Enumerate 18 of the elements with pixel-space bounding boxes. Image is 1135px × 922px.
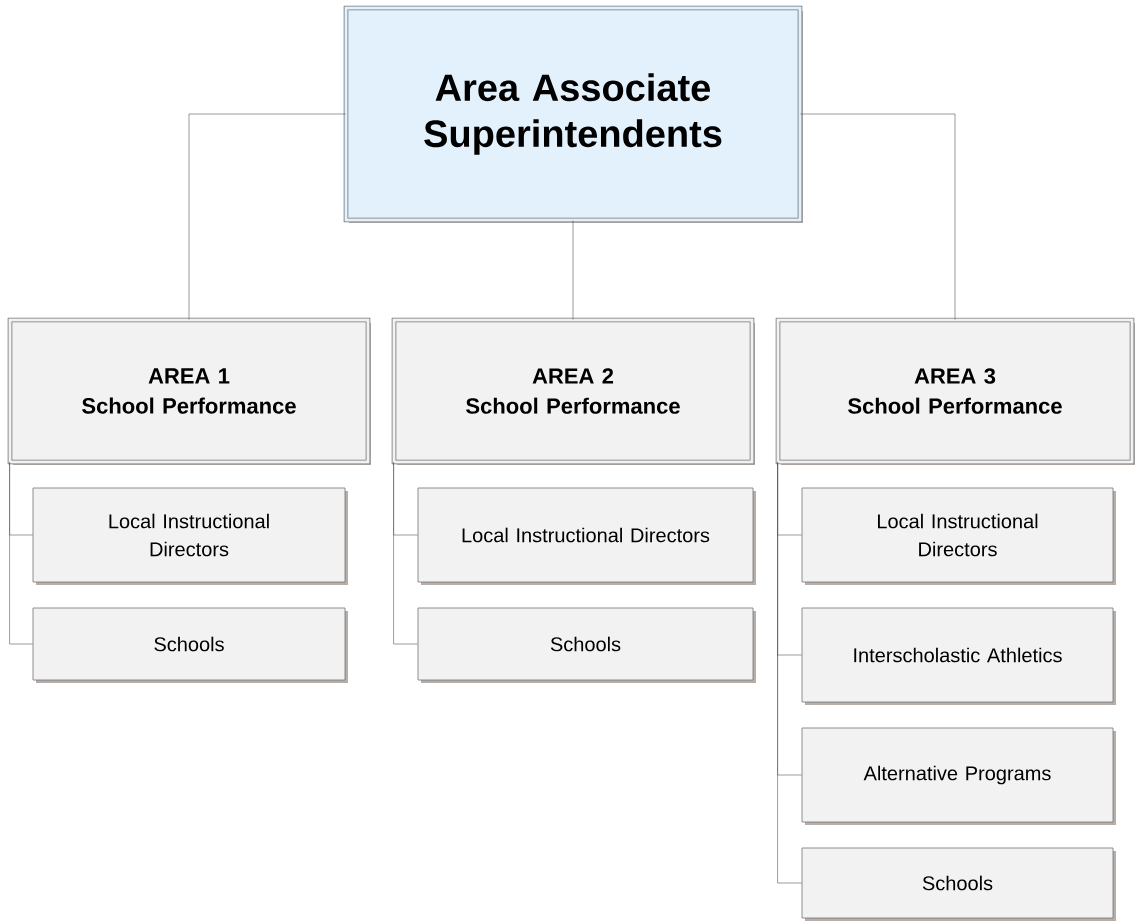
unit-box: Alternative Programs [801,727,1116,825]
title-box: Area Associate Superintendents [343,5,803,223]
unit-box: Schools [801,847,1116,921]
connector-line [800,113,956,320]
area-box: AREA 2 School Performance [391,317,755,465]
unit-box: Schools [417,607,756,683]
unit-box: Local Instructional Directors [801,487,1116,585]
unit-box: Schools [32,607,348,683]
connector-line [9,462,33,645]
area-box: AREA 3 School Performance [775,317,1135,465]
connector-line [393,462,418,645]
unit-box: Interscholastic Athletics [801,607,1116,705]
unit-box: Local Instructional Directors [417,487,756,585]
unit-box: Local Instructional Directors [32,487,348,585]
connector-line [777,462,802,884]
connector-line [188,113,346,320]
connector-line [572,220,574,320]
area-box: AREA 1 School Performance [7,317,371,465]
